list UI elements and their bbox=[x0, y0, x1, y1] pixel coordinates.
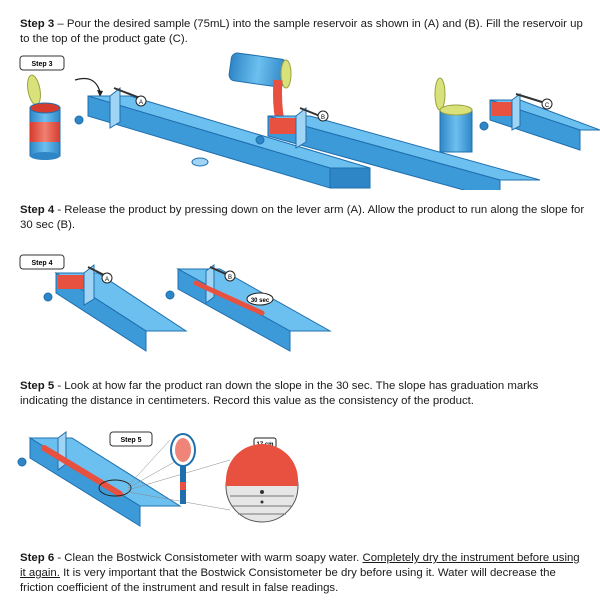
step3-text: – Pour the desired sample (75mL) into th… bbox=[20, 18, 583, 45]
step6-text-before: - Clean the Bostwick Consistometer with … bbox=[54, 552, 363, 564]
step3-badge-text: Step 3 bbox=[31, 61, 52, 68]
step3-illustration: Step 3 A B bbox=[19, 52, 600, 190]
callout-b: B bbox=[321, 115, 325, 121]
consistometer-a bbox=[74, 86, 371, 189]
consistometer-run bbox=[165, 264, 332, 352]
step5-illustration: Step 5 17 cm bbox=[17, 431, 299, 527]
zoomed-reading bbox=[225, 444, 299, 523]
callout-c: C bbox=[545, 103, 550, 109]
step3-paragraph: Step 3 – Pour the desired sample (75mL) … bbox=[20, 17, 585, 47]
step4-illustration: Step 4 A B 30 sec bbox=[19, 254, 332, 352]
step4-label: Step 4 bbox=[20, 204, 55, 216]
step4-callout-b: B bbox=[228, 275, 232, 281]
step6-text-after: It is very important that the Bostwick C… bbox=[20, 567, 556, 594]
step4-text: - Release the product by pressing down o… bbox=[20, 204, 585, 231]
step4-badge: Step 4 bbox=[19, 254, 65, 270]
sample-can bbox=[27, 74, 61, 160]
consistometer-measure bbox=[17, 431, 182, 527]
pour-arrow bbox=[74, 77, 101, 93]
step4-badge-text: Step 4 bbox=[31, 260, 52, 267]
consistometer-release bbox=[43, 263, 188, 352]
step4-paragraph: Step 4 - Release the product by pressing… bbox=[20, 203, 585, 233]
empty-can bbox=[434, 77, 473, 153]
step6-paragraph: Step 6 - Clean the Bostwick Consistomete… bbox=[20, 551, 585, 596]
callout-a: A bbox=[139, 100, 143, 106]
timer-text: 30 sec bbox=[251, 298, 270, 304]
step5-text: - Look at how far the product ran down t… bbox=[20, 380, 539, 407]
magnifier-icon bbox=[170, 433, 196, 504]
step3-label: Step 3 bbox=[20, 18, 55, 30]
consistometer-c bbox=[479, 93, 600, 151]
step5-badge: Step 5 bbox=[109, 431, 153, 447]
step5-badge-text: Step 5 bbox=[120, 437, 141, 444]
step3-badge: Step 3 bbox=[19, 55, 65, 71]
step5-paragraph: Step 5 - Look at how far the product ran… bbox=[20, 379, 585, 409]
timer-label: 30 sec bbox=[246, 292, 274, 306]
step4-callout-a: A bbox=[105, 277, 109, 283]
step6-label: Step 6 bbox=[20, 552, 55, 564]
zoom-lines bbox=[127, 439, 231, 511]
step5-label: Step 5 bbox=[20, 380, 55, 392]
consistometer-b bbox=[255, 106, 541, 190]
step6-text-underlined: Completely dry the instrument before usi… bbox=[20, 552, 580, 579]
